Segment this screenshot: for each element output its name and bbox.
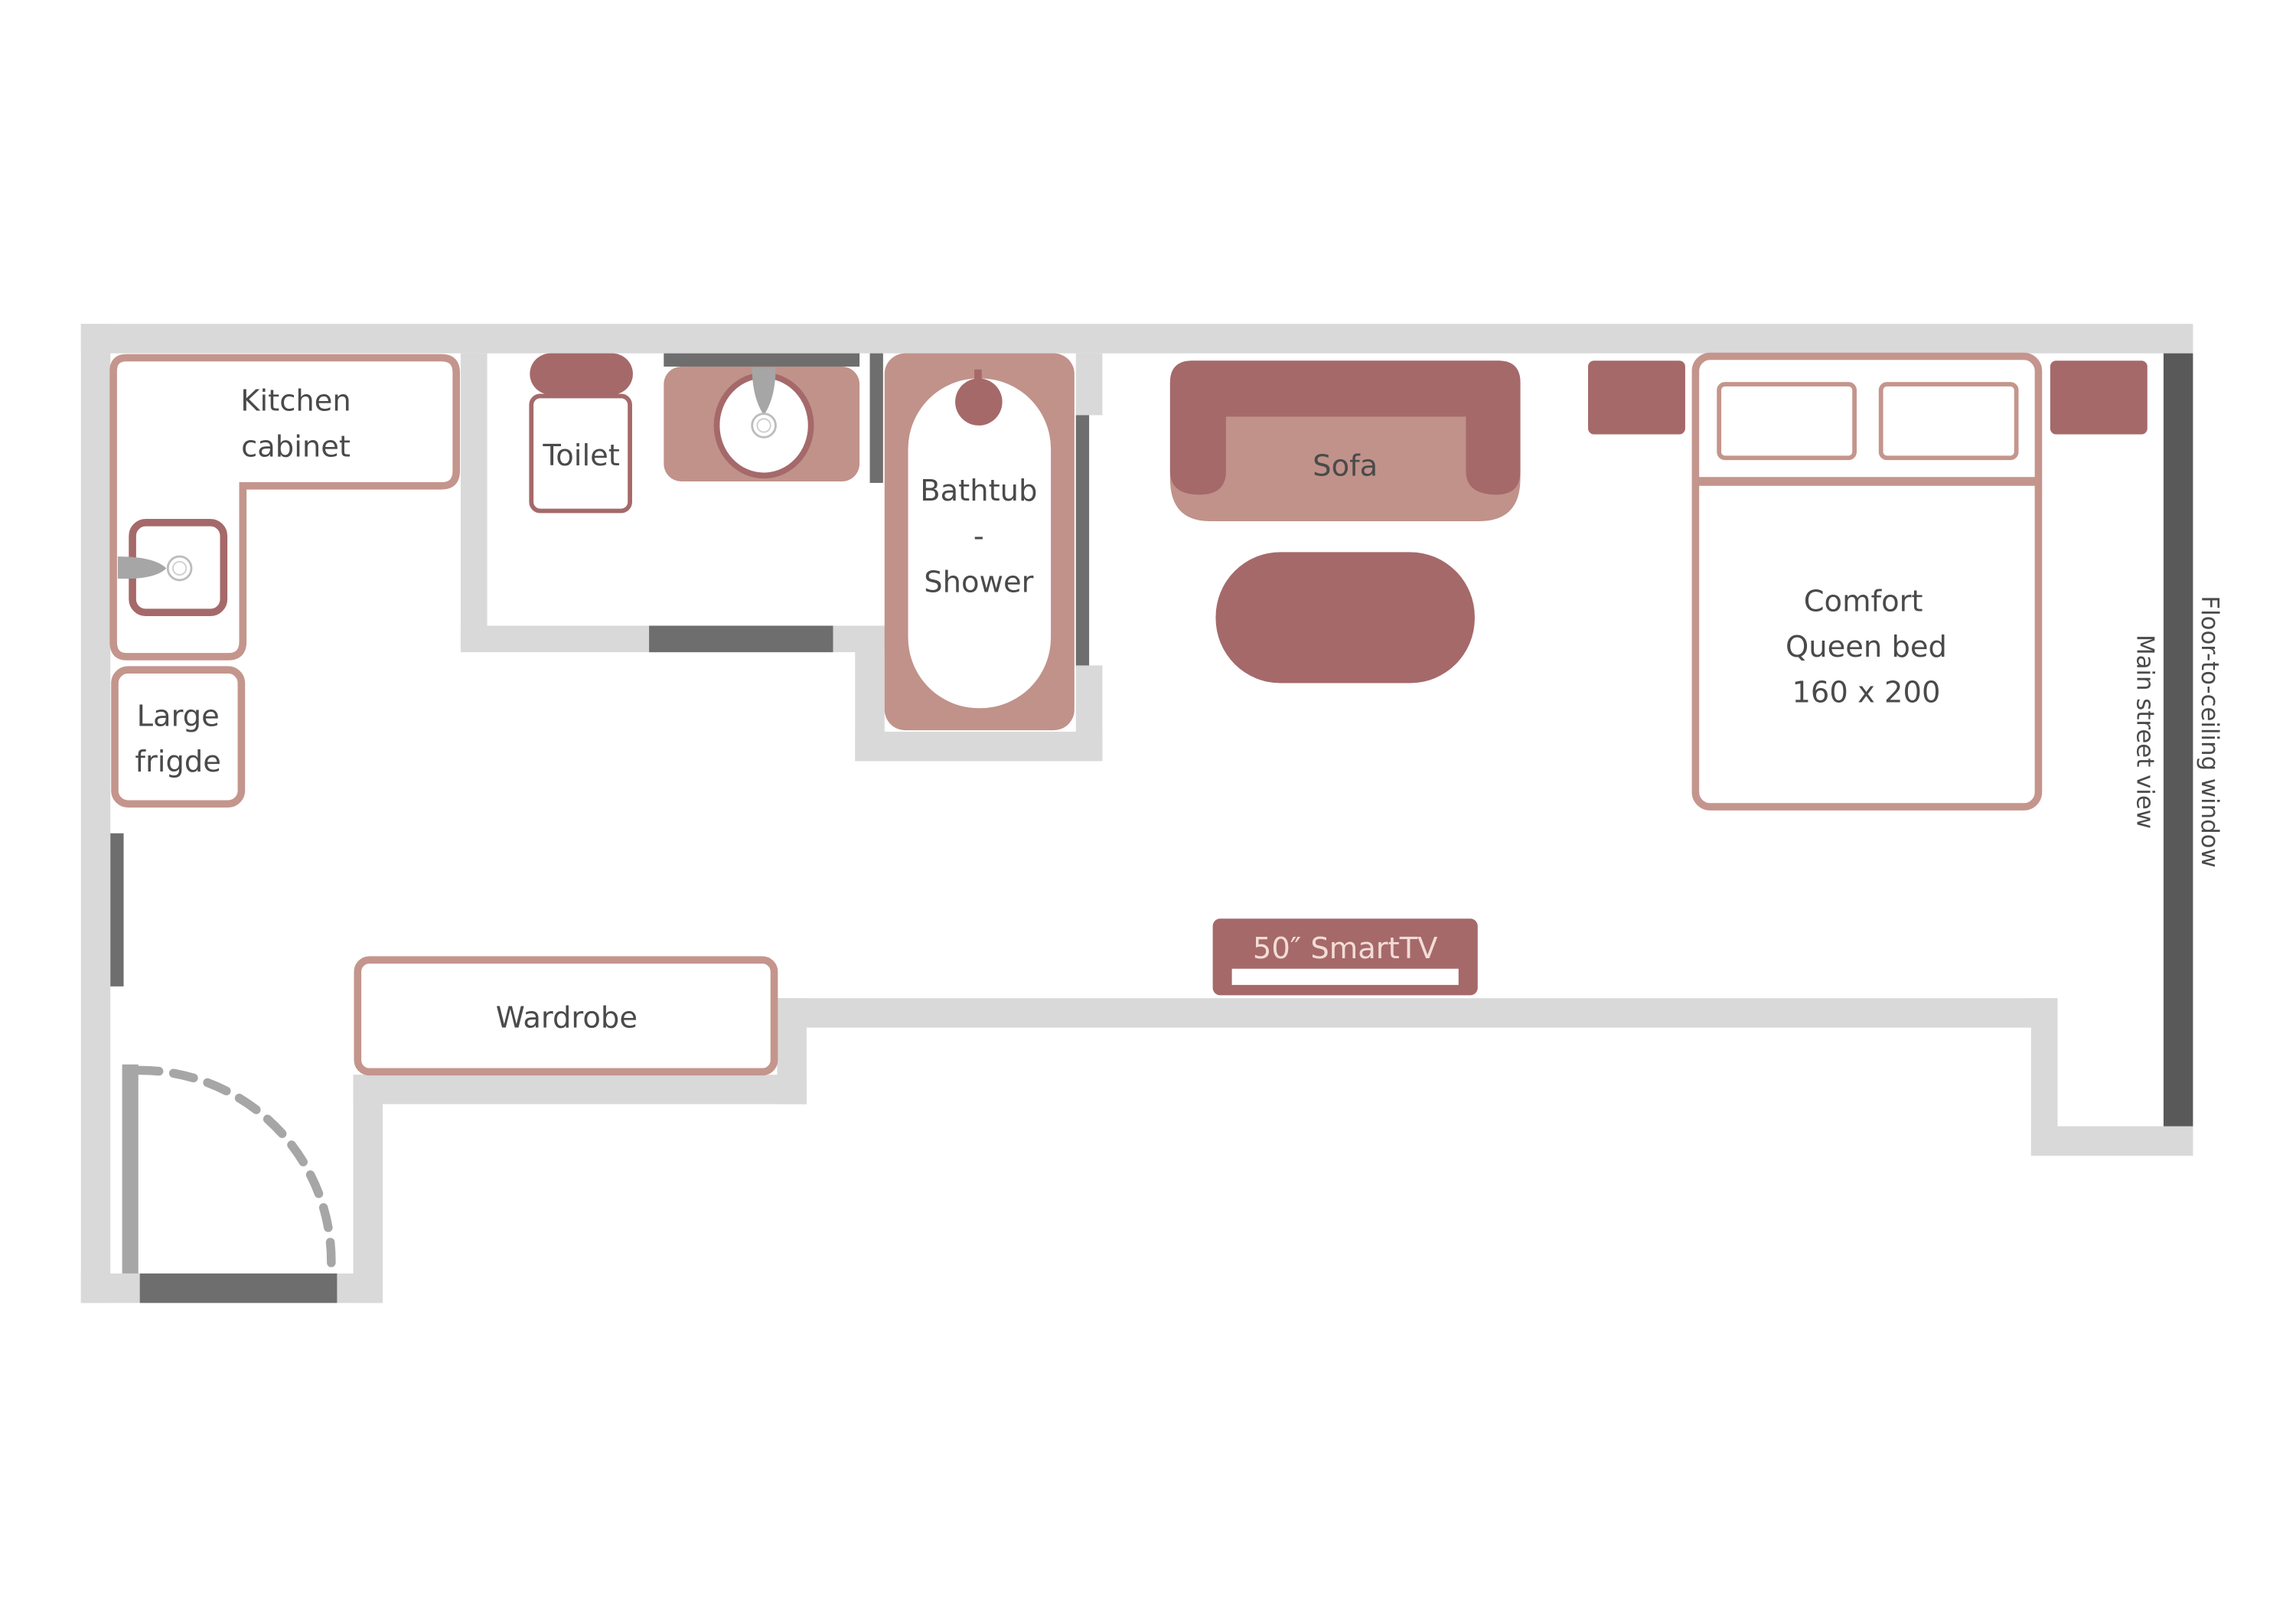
fridge-label-2: frigde xyxy=(135,745,221,779)
floor-to-ceiling-window xyxy=(2163,353,2193,1127)
bed-label-3: 160 x 200 xyxy=(1792,676,1940,710)
coffee-table xyxy=(1215,552,1475,683)
sofa-label: Sofa xyxy=(1313,449,1378,483)
door-swing-arc-icon xyxy=(134,1065,336,1274)
bathtub-label: Bathtub xyxy=(920,474,1037,508)
wall-top xyxy=(80,324,2193,354)
bathtub-label-2: Shower xyxy=(924,565,1033,599)
large-fridge: Large frigde xyxy=(111,666,246,808)
toilet: Toilet xyxy=(529,353,633,514)
wall-bath-step-bottom xyxy=(855,732,1103,762)
wall-entry-right xyxy=(353,1075,383,1303)
floor-to-ceiling-window-label: Floor-to-ceiling window xyxy=(2196,595,2223,867)
kitchen-cabinet: Kitchen cabinet xyxy=(109,354,460,661)
shower-head-icon xyxy=(955,378,1003,426)
smart-tv: 50″ SmartTV xyxy=(1212,918,1478,996)
wall-bath-right-top xyxy=(1075,353,1103,416)
tv-label: 50″ SmartTV xyxy=(1253,931,1438,966)
door-leaf xyxy=(122,1064,139,1274)
window-segments xyxy=(110,353,1090,1303)
pillow-left xyxy=(1717,382,1857,461)
pillow-right xyxy=(1878,382,2019,461)
window-left-wall xyxy=(110,833,124,987)
toilet-tank xyxy=(530,353,633,395)
bed-label: Comfort xyxy=(1804,584,1923,618)
kitchen-cabinet-label: Kitchen xyxy=(240,384,351,419)
tv-screen xyxy=(1231,968,1459,985)
walls xyxy=(80,324,2193,1303)
headboard-divider xyxy=(1698,477,2036,486)
wall-south xyxy=(777,998,2058,1028)
bathtub-shower: Bathtub - Shower xyxy=(884,353,1075,731)
wall-bottom-right xyxy=(2030,1126,2193,1156)
bathtub-label-dash: - xyxy=(974,520,984,554)
entry-door-threshold xyxy=(139,1273,338,1303)
wardrobe: Wardrobe xyxy=(354,956,778,1076)
sink-wall-segment xyxy=(664,353,860,367)
toilet-label: Toilet xyxy=(542,439,620,473)
bed-label-2: Queen bed xyxy=(1786,630,1947,664)
fridge-label: Large xyxy=(137,699,220,733)
bath-door-segment xyxy=(649,625,833,653)
bath-divider-segment xyxy=(869,353,883,483)
kitchen-cabinet-label-2: cabinet xyxy=(241,429,351,464)
sofa: Sofa xyxy=(1169,360,1521,521)
bath-right-segment xyxy=(1075,415,1090,666)
nightstand-right xyxy=(2050,360,2148,435)
wall-bath-left xyxy=(460,353,488,651)
entry-door[interactable] xyxy=(122,1064,336,1274)
faucet-icon xyxy=(752,367,776,416)
kitchen-sink-icon xyxy=(117,519,228,617)
bathroom-sink xyxy=(664,366,860,482)
nightstand-left xyxy=(1588,360,1685,435)
main-street-view-label: Main street view xyxy=(2131,634,2158,829)
queen-bed: Comfort Queen bed 160 x 200 xyxy=(1691,352,2043,811)
wardrobe-label: Wardrobe xyxy=(496,1001,638,1036)
wall-bath-right-bottom xyxy=(1075,665,1103,762)
wall-wardrobe-bottom xyxy=(353,1075,807,1104)
wall-left xyxy=(80,324,111,1303)
